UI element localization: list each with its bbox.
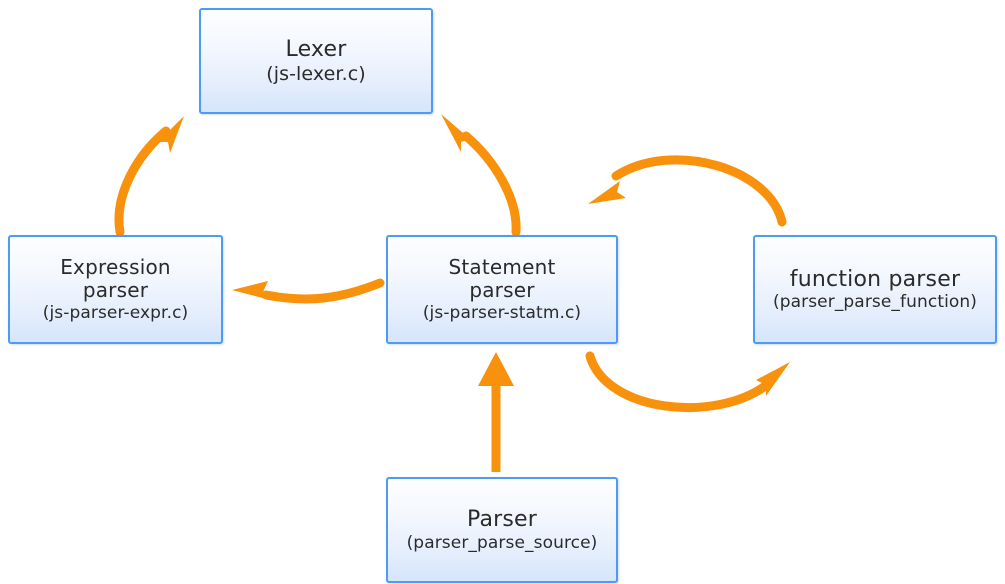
node-expression-parser-subtitle: (js-parser-expr.c) xyxy=(42,303,189,324)
node-function-parser-subtitle: (parser_parse_function) xyxy=(772,292,978,313)
node-statement-parser-title-line2: parser xyxy=(469,278,535,303)
edge-statement-to-function xyxy=(585,351,790,412)
node-statement-parser[interactable]: Statement parser (js-parser-statm.c) xyxy=(386,235,618,344)
edge-statement-to-lexer xyxy=(441,114,521,237)
node-statement-parser-title: Statement xyxy=(448,254,556,279)
node-parser-title: Parser xyxy=(466,507,538,532)
edge-function-to-statement xyxy=(588,155,787,227)
edge-expression-to-lexer xyxy=(114,116,184,237)
node-lexer-subtitle: (js-lexer.c) xyxy=(266,62,366,85)
node-parser[interactable]: Parser (parser_parse_source) xyxy=(386,477,618,583)
node-expression-parser[interactable]: Expression parser (js-parser-expr.c) xyxy=(8,235,223,344)
node-lexer[interactable]: Lexer (js-lexer.c) xyxy=(199,8,433,114)
edge-statement-to-expression xyxy=(232,278,385,304)
node-function-parser[interactable]: function parser (parser_parse_function) xyxy=(753,235,997,344)
node-expression-parser-title-line2: parser xyxy=(82,278,149,303)
node-lexer-title: Lexer xyxy=(285,36,347,62)
node-expression-parser-title: Expression xyxy=(60,254,171,279)
node-function-parser-title: function parser xyxy=(789,266,961,292)
edge-parser-to-statement xyxy=(478,352,514,472)
node-statement-parser-subtitle: (js-parser-statm.c) xyxy=(422,303,582,324)
node-parser-subtitle: (parser_parse_source) xyxy=(406,532,598,553)
